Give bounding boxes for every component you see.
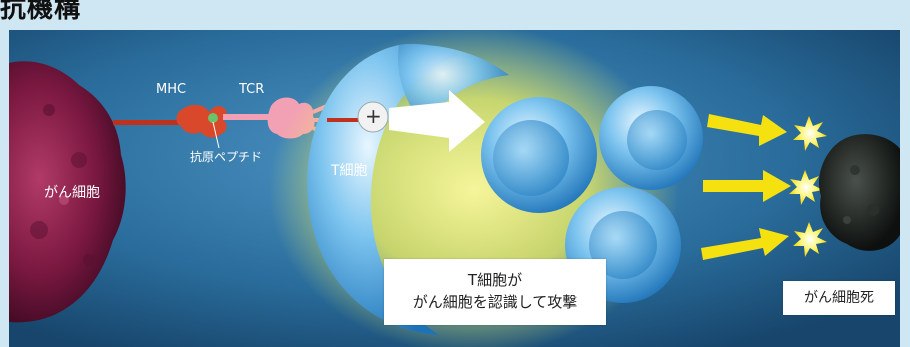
peptide-label: 抗原ペプチド <box>190 150 263 164</box>
proliferating-cell-1 <box>481 97 597 213</box>
figure-heading: 抗機構 <box>0 0 82 24</box>
plus-circle <box>357 101 389 133</box>
mhc-label: MHC <box>156 82 187 97</box>
proliferating-cell-2 <box>599 86 703 190</box>
attack-arrow-3 <box>701 228 789 260</box>
antigen-peptide <box>208 113 218 123</box>
peptide-pointer <box>212 121 220 149</box>
tcr-label: TCR <box>239 82 265 97</box>
attack-arrow-2 <box>703 170 791 202</box>
cancer-cell <box>9 61 126 323</box>
attack-arrow-1 <box>707 114 787 146</box>
recognition-callout: T細胞が がん細胞を認識して攻撃 <box>384 259 606 325</box>
activation-arrow <box>389 90 485 152</box>
attack-arrows <box>701 114 791 260</box>
diagram-panel: MHC TCR 抗原ペプチド T細胞 がん細胞 + T細胞が がん細胞を認識して… <box>9 30 900 347</box>
impact-burst-1 <box>793 116 827 151</box>
t-cell-label: T細胞 <box>331 163 368 179</box>
cancer-death-callout: がん細胞死 <box>783 281 895 315</box>
dead-cancer-cell <box>819 134 900 251</box>
cancer-cell-label: がん細胞 <box>44 185 100 201</box>
plus-sign: + <box>365 104 382 128</box>
recognition-callout-line-2: がん細胞を認識して攻撃 <box>412 293 578 311</box>
impact-burst-3 <box>793 222 827 257</box>
recognition-callout-line-1: T細胞が <box>467 271 523 289</box>
impact-burst-2 <box>789 170 823 205</box>
